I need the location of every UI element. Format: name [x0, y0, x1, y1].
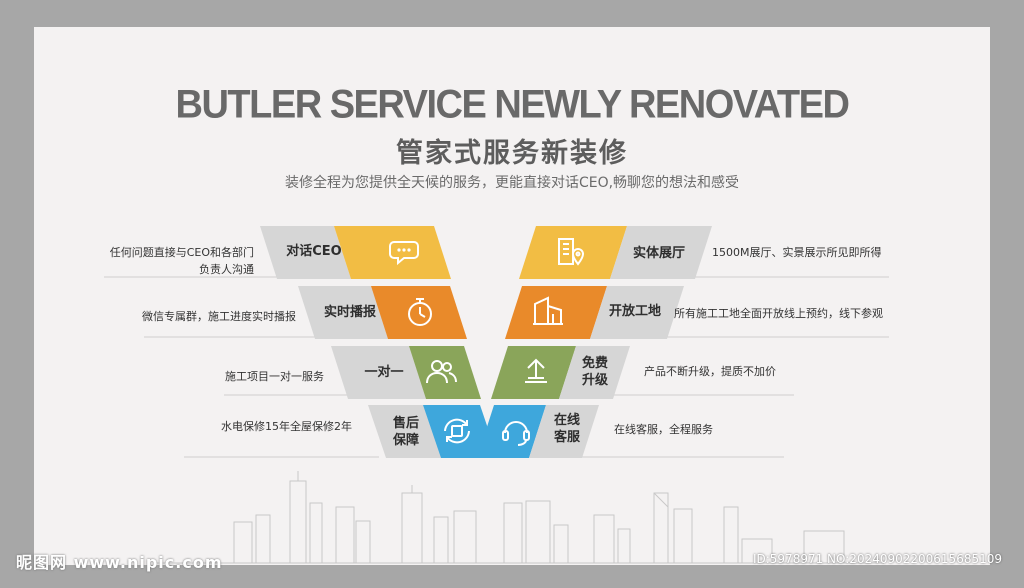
left-label-ceo: 对话CEO	[286, 244, 342, 259]
label-line: 保障	[392, 433, 419, 448]
right-desc-online-service: 在线客服，全程服务	[614, 423, 713, 436]
left-desc-ceo: 任何问题直接与CEO和各部门 负责人沟通	[74, 244, 254, 278]
left-label-after-sales: 售后 保障	[384, 415, 428, 449]
right-label-free-upgrade: 免费 升级	[572, 355, 618, 389]
right-desc-showroom: 1500M展厅、实景展示所见即所得	[712, 246, 882, 259]
left-desc-one-on-one: 施工项目一对一服务	[225, 370, 324, 383]
left-label-one-on-one: 一对一	[364, 365, 404, 380]
title-chinese: 管家式服务新装修	[396, 138, 628, 169]
left-label-plate	[298, 286, 388, 339]
left-desc-live-report: 微信专属群，施工进度实时播报	[142, 310, 296, 323]
right-label-open-site: 开放工地	[608, 304, 661, 319]
label-line: 升级	[581, 373, 608, 388]
right-label-showroom: 实体展厅	[632, 246, 685, 261]
left-color-block-blue	[423, 405, 498, 458]
headset-icon	[502, 421, 530, 446]
construction-site-icon	[533, 296, 563, 325]
right-desc-open-site: 所有施工工地全面开放线上预约，线下参观	[674, 307, 883, 320]
right-desc-free-upgrade: 产品不断升级，提质不加价	[644, 365, 776, 378]
desc-line: 负责人沟通	[199, 263, 254, 276]
subtitle: 装修全程为您提供全天候的服务，更能直接对话CEO,畅聊您的想法和感受	[284, 175, 740, 191]
left-label-plate	[331, 346, 426, 399]
right-label-plate	[590, 286, 684, 339]
left-desc-after-sales: 水电保修15年全屋保修2年	[221, 420, 352, 433]
left-color-block-green	[409, 346, 481, 399]
after-sales-icon	[444, 418, 470, 444]
desc-line: 任何问题直接与CEO和各部门	[109, 246, 254, 259]
right-color-block-orange	[505, 286, 607, 339]
left-color-block-yellow	[334, 226, 451, 279]
right-label-plate	[559, 346, 630, 399]
content-panel: BUTLER SERVICE NEWLY RENOVATED 管家式服务新装修 …	[34, 27, 990, 565]
city-skyline-illustration	[154, 471, 884, 564]
label-line: 在线	[553, 413, 580, 428]
stopwatch-icon	[408, 298, 432, 326]
title-english: BUTLER SERVICE NEWLY RENOVATED	[175, 82, 850, 128]
showroom-building-icon	[558, 238, 585, 266]
chat-bubble-icon	[389, 241, 419, 266]
left-label-plate	[368, 405, 441, 458]
users-icon	[426, 360, 457, 384]
right-color-block-blue	[477, 405, 546, 458]
right-label-plate	[529, 405, 599, 458]
watermark-left: 昵图网 www.nipic.com	[16, 553, 223, 572]
upgrade-icon	[525, 358, 547, 383]
right-label-online-service: 在线 客服	[544, 412, 590, 446]
left-label-live-report: 实时播报	[323, 305, 376, 320]
label-line: 客服	[553, 430, 580, 445]
label-line: 售后	[392, 416, 419, 431]
watermark-right: ID:5978971 NO:20240902200615685109	[752, 552, 1002, 566]
label-line: 免费	[581, 356, 608, 371]
funnel-diagram	[104, 226, 889, 458]
left-label-plate	[260, 226, 351, 279]
right-label-plate	[610, 226, 712, 279]
right-color-block-green	[491, 346, 576, 399]
